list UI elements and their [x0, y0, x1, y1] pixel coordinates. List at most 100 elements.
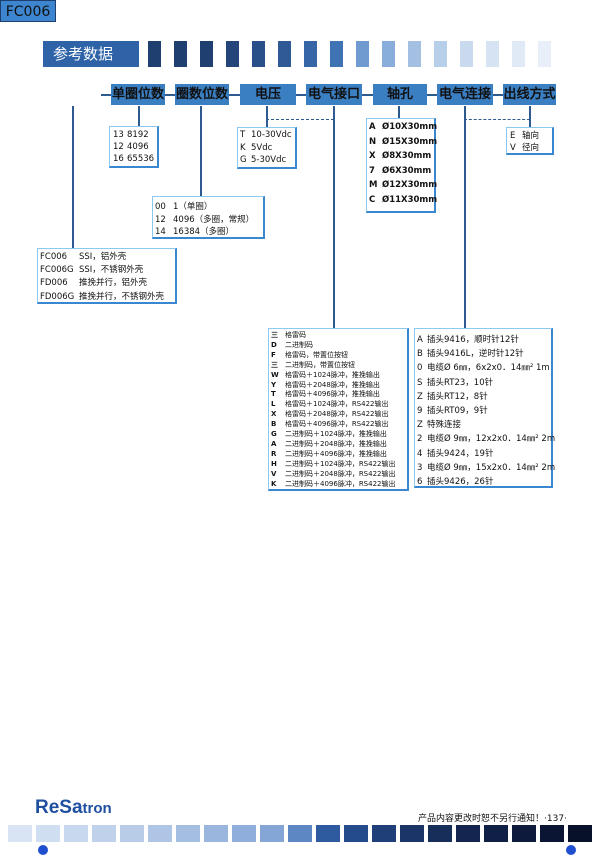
footer-decor-square: [484, 825, 508, 842]
model-value: SSI，铝外壳: [79, 252, 127, 262]
footer-decor-square: [260, 825, 284, 842]
shaft-value: Ø10X30mm: [382, 122, 438, 132]
connection-code: 3: [417, 462, 423, 473]
single-bits-code: 12: [113, 142, 124, 152]
connection-value: 插头9424，19针: [427, 448, 494, 459]
interface-value: 格雷码＋2048脉冲，推挽输出: [285, 380, 380, 389]
shaft-code: A: [369, 122, 376, 132]
footer-decor-square: [92, 825, 116, 842]
interface-code: F: [271, 350, 276, 359]
single-bits-value: 4096: [127, 142, 149, 152]
shaft-value: Ø11X30mm: [382, 195, 438, 205]
outlet-value: 径向: [522, 143, 540, 153]
connection-value: 电缆Ø 9㎜，15x2x0．14㎜² 2m: [427, 462, 556, 473]
connection-code: Z: [417, 420, 423, 431]
interface-value: 格雷码，带置位按钮: [285, 350, 348, 359]
model-code: FD006: [40, 278, 68, 289]
title-decor-square: [512, 41, 525, 67]
voltage-value: 5-30Vdc: [251, 155, 287, 165]
footer-decor-square: [176, 825, 200, 842]
interface-value: 格雷码＋4096脉冲，RS422输出: [285, 420, 389, 429]
single-bits-code: 13: [113, 130, 124, 140]
multi-bits-value: 16384（多圈）: [173, 227, 235, 237]
footer-decor-square: [512, 825, 536, 842]
footer-decor-square: [428, 825, 452, 842]
section-title: 参考数据: [43, 41, 139, 67]
footer-decor-square: [8, 825, 32, 842]
shaft-box: 轴孔: [373, 84, 427, 105]
multi-bits-value: 1（单圈）: [173, 202, 213, 212]
connection-code: A: [417, 335, 423, 345]
connection-code: Z: [417, 391, 423, 402]
connection-value: 插头9416，顺时针12针: [427, 335, 519, 345]
voltage-code: T: [240, 130, 246, 140]
title-decor-square: [330, 41, 343, 67]
connection-box: 电气连接: [437, 84, 493, 105]
multi-bits-code: 14: [155, 227, 166, 237]
interface-value: 二进制码＋4096脉冲，推挽输出: [285, 449, 387, 458]
outlet-box: 出线方式: [503, 84, 556, 105]
single-bits-value: 8192: [127, 130, 149, 140]
connector-box: 电气接口: [306, 84, 362, 105]
interface-value: 格雷码＋2048脉冲，RS422输出: [285, 410, 389, 419]
interface-code: W: [271, 370, 279, 379]
footer-decor-square: [36, 825, 60, 842]
connection-code: 4: [417, 448, 423, 459]
multi-bits-box: 圈数位数: [175, 84, 229, 105]
title-decor-square: [278, 41, 291, 67]
shaft-value: Ø12X30mm: [382, 180, 438, 191]
shaft-value: Ø6X30mm: [382, 165, 432, 176]
footer-note: 产品内容更改时恕不另行通知！·137·: [418, 814, 567, 824]
model-code: FC006: [40, 252, 68, 262]
title-decor-square: [486, 41, 499, 67]
interface-value: 二进制码＋1024脉冲，推挽输出: [285, 430, 387, 438]
brand-logo: ReSatron: [35, 797, 112, 818]
interface-value: 格雷码＋4096脉冲，推挽输出: [285, 390, 380, 399]
interface-value: 格雷码: [285, 331, 306, 339]
interface-value: 格雷码＋1024脉冲，RS422输出: [285, 400, 389, 409]
title-decor-square: [252, 41, 265, 67]
interface-item: 三二进制码，带置位按钮: [271, 360, 355, 370]
footer-decor-square: [540, 825, 564, 842]
title-decor-square: [174, 41, 187, 67]
interface-code: 三: [271, 360, 278, 369]
connection-code: S: [417, 377, 423, 388]
interface-code: D: [271, 340, 277, 349]
footer-decor-square: [64, 825, 88, 842]
corner-dot-left: [38, 845, 48, 855]
connection-code: 9: [417, 406, 423, 416]
interface-code: K: [271, 479, 277, 488]
footer-decor-square: [372, 825, 396, 842]
interface-code: V: [271, 469, 277, 478]
footer-decor-square: [400, 825, 424, 842]
model-code: FD006G: [40, 291, 75, 302]
title-decor-square: [200, 41, 213, 67]
